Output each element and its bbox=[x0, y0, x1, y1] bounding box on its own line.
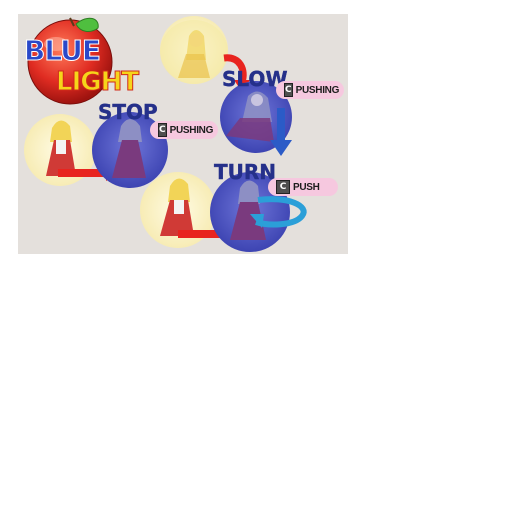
c-button-icon: C bbox=[284, 83, 293, 97]
stop-arrow-icon bbox=[58, 169, 108, 177]
slow-instruction-text: PUSHING bbox=[295, 84, 340, 96]
logo-title-blue: BLUE bbox=[23, 34, 101, 68]
turn-approach-character-icon bbox=[140, 172, 216, 248]
turn-instruction-text: PUSH bbox=[293, 181, 320, 193]
curve-arrow-icon bbox=[223, 54, 247, 84]
slow-arrow-head-icon bbox=[270, 140, 292, 156]
diagram-artwork bbox=[24, 16, 307, 252]
apple-logo-icon bbox=[27, 17, 113, 105]
c-button-icon: C bbox=[158, 123, 167, 137]
turn-arrow-icon bbox=[178, 230, 226, 238]
stop-approach-character-icon bbox=[24, 114, 96, 186]
stop-instruction-bubble: C PUSHING bbox=[150, 121, 218, 139]
rotate-arrow-icon bbox=[255, 196, 307, 228]
turn-instruction-bubble: C PUSH bbox=[268, 178, 338, 196]
slow-character-icon bbox=[220, 81, 292, 153]
stop-label: STOP bbox=[98, 100, 158, 124]
rotate-arrow-head-icon bbox=[250, 214, 264, 228]
stop-character-icon bbox=[92, 112, 168, 188]
walking-character-icon bbox=[160, 16, 228, 84]
logo-title-light: LIGHT bbox=[55, 67, 139, 98]
c-button-icon: C bbox=[276, 180, 290, 194]
stop-instruction-text: PUSHING bbox=[169, 124, 214, 136]
turn-label: TURN bbox=[214, 160, 277, 184]
blue-light-controls-diagram: BLUE LIGHT SLOW C PUSHING STOP C PUSHING… bbox=[18, 14, 348, 254]
slow-instruction-bubble: C PUSHING bbox=[276, 81, 344, 99]
slow-arrow-icon bbox=[277, 108, 285, 142]
